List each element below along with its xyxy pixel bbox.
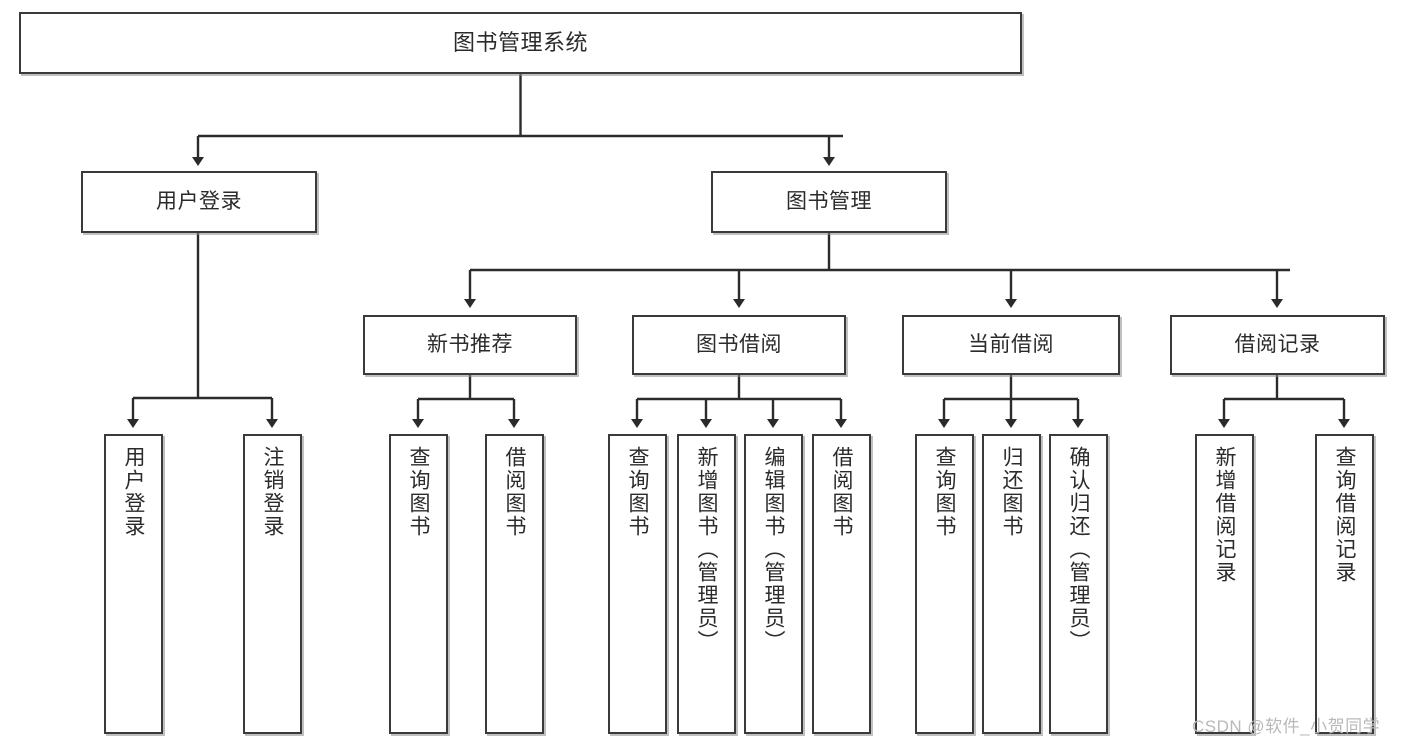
leaf-query-book-2-label: 查询图书	[626, 446, 649, 538]
leaf-edit-book-label: 编辑图书（管理员）	[762, 446, 785, 653]
leaf-add-book-label: 新增图书（管理员）	[695, 446, 718, 653]
leaf-borrow-book-2[interactable]: 借阅图书	[812, 434, 871, 734]
leaf-confirm-return[interactable]: 确认归还（管理员）	[1049, 434, 1108, 734]
node-current-borrow[interactable]: 当前借阅	[902, 315, 1120, 375]
leaf-confirm-return-label: 确认归还（管理员）	[1067, 446, 1090, 653]
node-root[interactable]: 图书管理系统	[19, 12, 1022, 74]
node-book-borrow[interactable]: 图书借阅	[632, 315, 846, 375]
node-current-borrow-label: 当前借阅	[968, 333, 1054, 357]
node-user-login-label: 用户登录	[156, 190, 242, 214]
leaf-query-book-1-label: 查询图书	[407, 446, 430, 538]
leaf-query-record[interactable]: 查询借阅记录	[1315, 434, 1374, 734]
watermark-text: CSDN @软件_小贺同学	[1192, 717, 1381, 736]
leaf-borrow-book-2-label: 借阅图书	[830, 446, 853, 538]
node-root-label: 图书管理系统	[452, 29, 588, 55]
leaf-logout-login[interactable]: 注销登录	[243, 434, 302, 734]
node-user-login[interactable]: 用户登录	[81, 171, 317, 233]
leaf-query-book-3-label: 查询图书	[933, 446, 956, 538]
leaf-add-record-label: 新增借阅记录	[1213, 446, 1236, 584]
leaf-add-record[interactable]: 新增借阅记录	[1195, 434, 1254, 734]
node-book-borrow-label: 图书借阅	[696, 333, 782, 357]
leaf-user-login-label: 用户登录	[122, 446, 145, 538]
node-borrow-record[interactable]: 借阅记录	[1170, 315, 1385, 375]
leaf-add-book[interactable]: 新增图书（管理员）	[677, 434, 736, 734]
node-borrow-record-label: 借阅记录	[1234, 333, 1321, 357]
leaf-edit-book[interactable]: 编辑图书（管理员）	[744, 434, 803, 734]
leaf-query-book-1[interactable]: 查询图书	[389, 434, 448, 734]
leaf-user-login[interactable]: 用户登录	[104, 434, 163, 734]
node-new-book-rec[interactable]: 新书推荐	[363, 315, 577, 375]
leaf-return-book-label: 归还图书	[1000, 446, 1023, 538]
node-new-book-rec-label: 新书推荐	[427, 333, 513, 357]
leaf-return-book[interactable]: 归还图书	[982, 434, 1041, 734]
node-book-manage[interactable]: 图书管理	[711, 171, 947, 233]
leaf-logout-login-label: 注销登录	[261, 446, 284, 538]
leaf-borrow-book-1-label: 借阅图书	[503, 446, 526, 538]
leaf-query-book-3[interactable]: 查询图书	[915, 434, 974, 734]
node-book-manage-label: 图书管理	[786, 190, 872, 214]
leaf-borrow-book-1[interactable]: 借阅图书	[485, 434, 544, 734]
leaf-query-book-2[interactable]: 查询图书	[608, 434, 667, 734]
leaf-query-record-label: 查询借阅记录	[1333, 446, 1356, 584]
